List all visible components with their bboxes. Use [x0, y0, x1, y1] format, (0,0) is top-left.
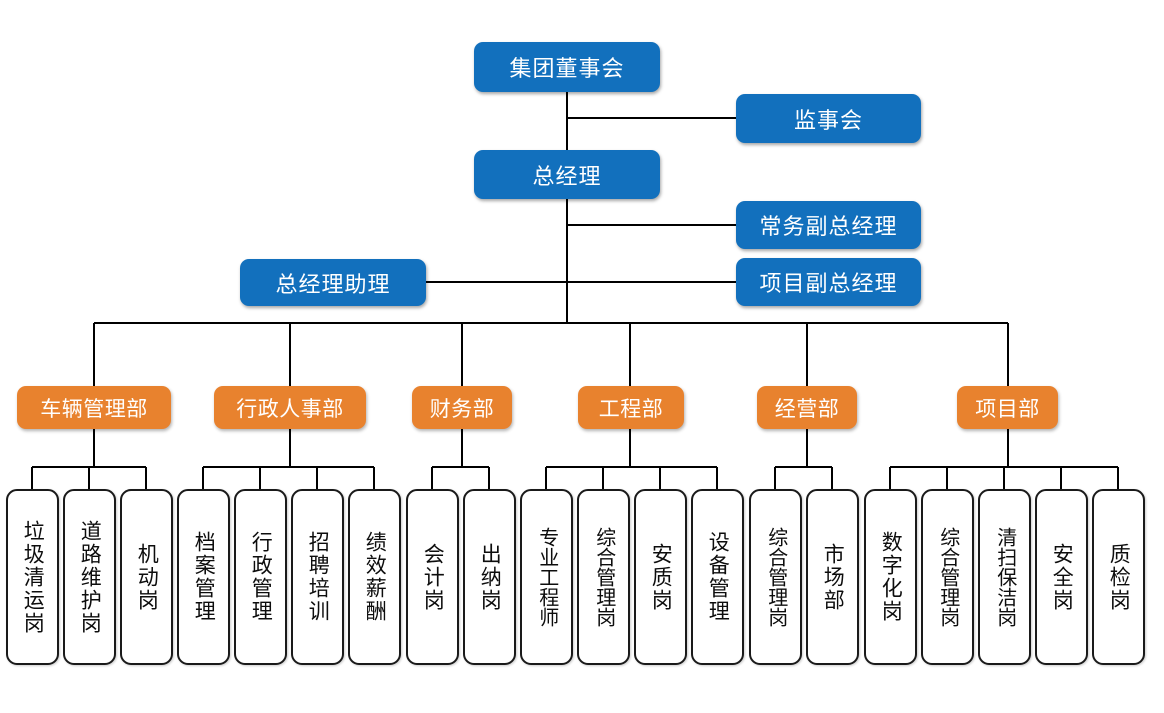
leaf-position[interactable]: 出纳岗	[463, 489, 516, 665]
leaf-position[interactable]: 安质岗	[634, 489, 687, 665]
leaf-position[interactable]: 综合管理岗	[749, 489, 802, 665]
node-gm-assistant[interactable]: 总经理助理	[240, 259, 426, 306]
leaf-position[interactable]: 安全岗	[1035, 489, 1088, 665]
leaf-position[interactable]: 档案管理	[177, 489, 230, 665]
leaf-position[interactable]: 专业工程师	[520, 489, 573, 665]
node-board-of-directors[interactable]: 集团董事会	[474, 42, 660, 92]
node-executive-deputy-gm[interactable]: 常务副总经理	[736, 201, 921, 249]
leaf-position[interactable]: 数字化岗	[864, 489, 917, 665]
node-department-vehicle[interactable]: 车辆管理部	[17, 386, 171, 429]
node-department-project[interactable]: 项目部	[957, 386, 1058, 429]
node-supervisory-board[interactable]: 监事会	[736, 94, 921, 143]
leaf-position[interactable]: 行政管理	[234, 489, 287, 665]
leaf-position[interactable]: 招聘培训	[291, 489, 344, 665]
leaf-position[interactable]: 道路维护岗	[63, 489, 116, 665]
node-general-manager[interactable]: 总经理	[474, 150, 660, 199]
leaf-position[interactable]: 会计岗	[406, 489, 459, 665]
node-department-operations[interactable]: 经营部	[757, 386, 857, 429]
node-project-deputy-gm[interactable]: 项目副总经理	[736, 258, 921, 306]
node-department-admin-hr[interactable]: 行政人事部	[214, 386, 366, 429]
leaf-position[interactable]: 综合管理岗	[921, 489, 974, 665]
leaf-position[interactable]: 垃圾清运岗	[6, 489, 59, 665]
leaf-position[interactable]: 设备管理	[691, 489, 744, 665]
leaf-position[interactable]: 市场部	[806, 489, 859, 665]
leaf-position[interactable]: 综合管理岗	[577, 489, 630, 665]
node-department-finance[interactable]: 财务部	[412, 386, 512, 429]
leaf-position[interactable]: 绩效薪酬	[348, 489, 401, 665]
node-department-engineering[interactable]: 工程部	[578, 386, 684, 429]
leaf-position[interactable]: 清扫保洁岗	[978, 489, 1031, 665]
leaf-position[interactable]: 质检岗	[1092, 489, 1145, 665]
leaf-position[interactable]: 机动岗	[120, 489, 173, 665]
